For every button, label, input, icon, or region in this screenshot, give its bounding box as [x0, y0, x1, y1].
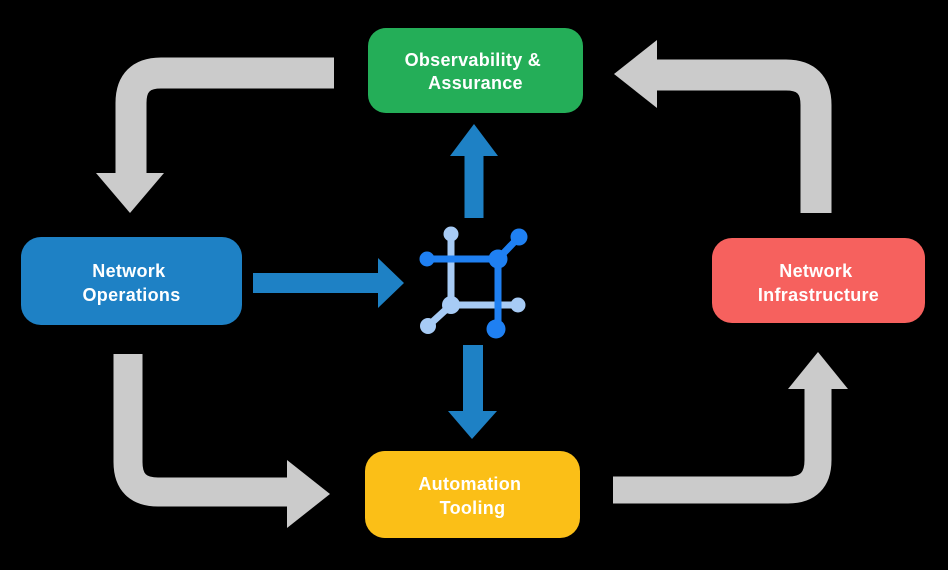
- label-line-2: Infrastructure: [758, 285, 879, 305]
- icon-node: [510, 228, 528, 246]
- icon-node: [442, 296, 460, 314]
- arrow-head: [788, 352, 848, 389]
- icon-node: [419, 251, 435, 267]
- label-line-1: Network: [92, 261, 166, 281]
- arrow-head: [450, 124, 498, 156]
- node-automation: Automation Tooling: [365, 451, 580, 538]
- node-infrastructure: Network Infrastructure: [712, 238, 925, 323]
- node-operations: Network Operations: [21, 237, 242, 325]
- node-infrastructure-label: Network Infrastructure: [758, 261, 879, 305]
- cycle-arrow-infrastructure-to-observability: [614, 40, 832, 213]
- label-line-1: Network: [779, 261, 853, 281]
- arrow-shaft: [113, 354, 288, 507]
- icon-node: [488, 249, 508, 269]
- arrow-head: [378, 258, 404, 308]
- node-box: [21, 237, 242, 325]
- arrow-head: [614, 40, 657, 108]
- cycle-arrow-observability-to-operations: [96, 57, 334, 213]
- flow-arrow-center-to-automation: [448, 345, 497, 439]
- cycle-arrow-operations-to-automation: [113, 354, 330, 528]
- arrow-head: [96, 173, 164, 213]
- arrow-shaft: [656, 59, 832, 213]
- node-box: [712, 238, 925, 323]
- arrow-head: [448, 411, 497, 439]
- icon-node: [510, 297, 526, 313]
- node-box: [365, 451, 580, 538]
- flow-arrow-operations-to-center: [253, 258, 404, 308]
- label-line-2: Assurance: [428, 73, 523, 93]
- cycle-arrow-automation-to-infrastructure: [613, 352, 848, 504]
- icon-dark-branch: [419, 228, 528, 339]
- arrow-shaft: [115, 57, 334, 174]
- arrow-head: [287, 460, 330, 528]
- label-line-2: Operations: [82, 285, 180, 305]
- node-operations-label: Network Operations: [82, 261, 180, 305]
- node-box: [368, 28, 583, 113]
- network-fabric-icon: [419, 226, 528, 339]
- node-observability-label: Observability & Assurance: [405, 50, 547, 93]
- node-automation-label: Automation Tooling: [418, 474, 526, 518]
- icon-node: [443, 226, 459, 242]
- label-line-2: Tooling: [440, 498, 506, 518]
- icon-node: [420, 318, 436, 334]
- node-observability: Observability & Assurance: [368, 28, 583, 113]
- icon-node: [486, 319, 506, 339]
- arrow-shaft: [613, 389, 832, 504]
- label-line-1: Observability &: [405, 50, 542, 70]
- flow-arrow-center-to-observability: [450, 124, 498, 218]
- label-line-1: Automation: [418, 474, 521, 494]
